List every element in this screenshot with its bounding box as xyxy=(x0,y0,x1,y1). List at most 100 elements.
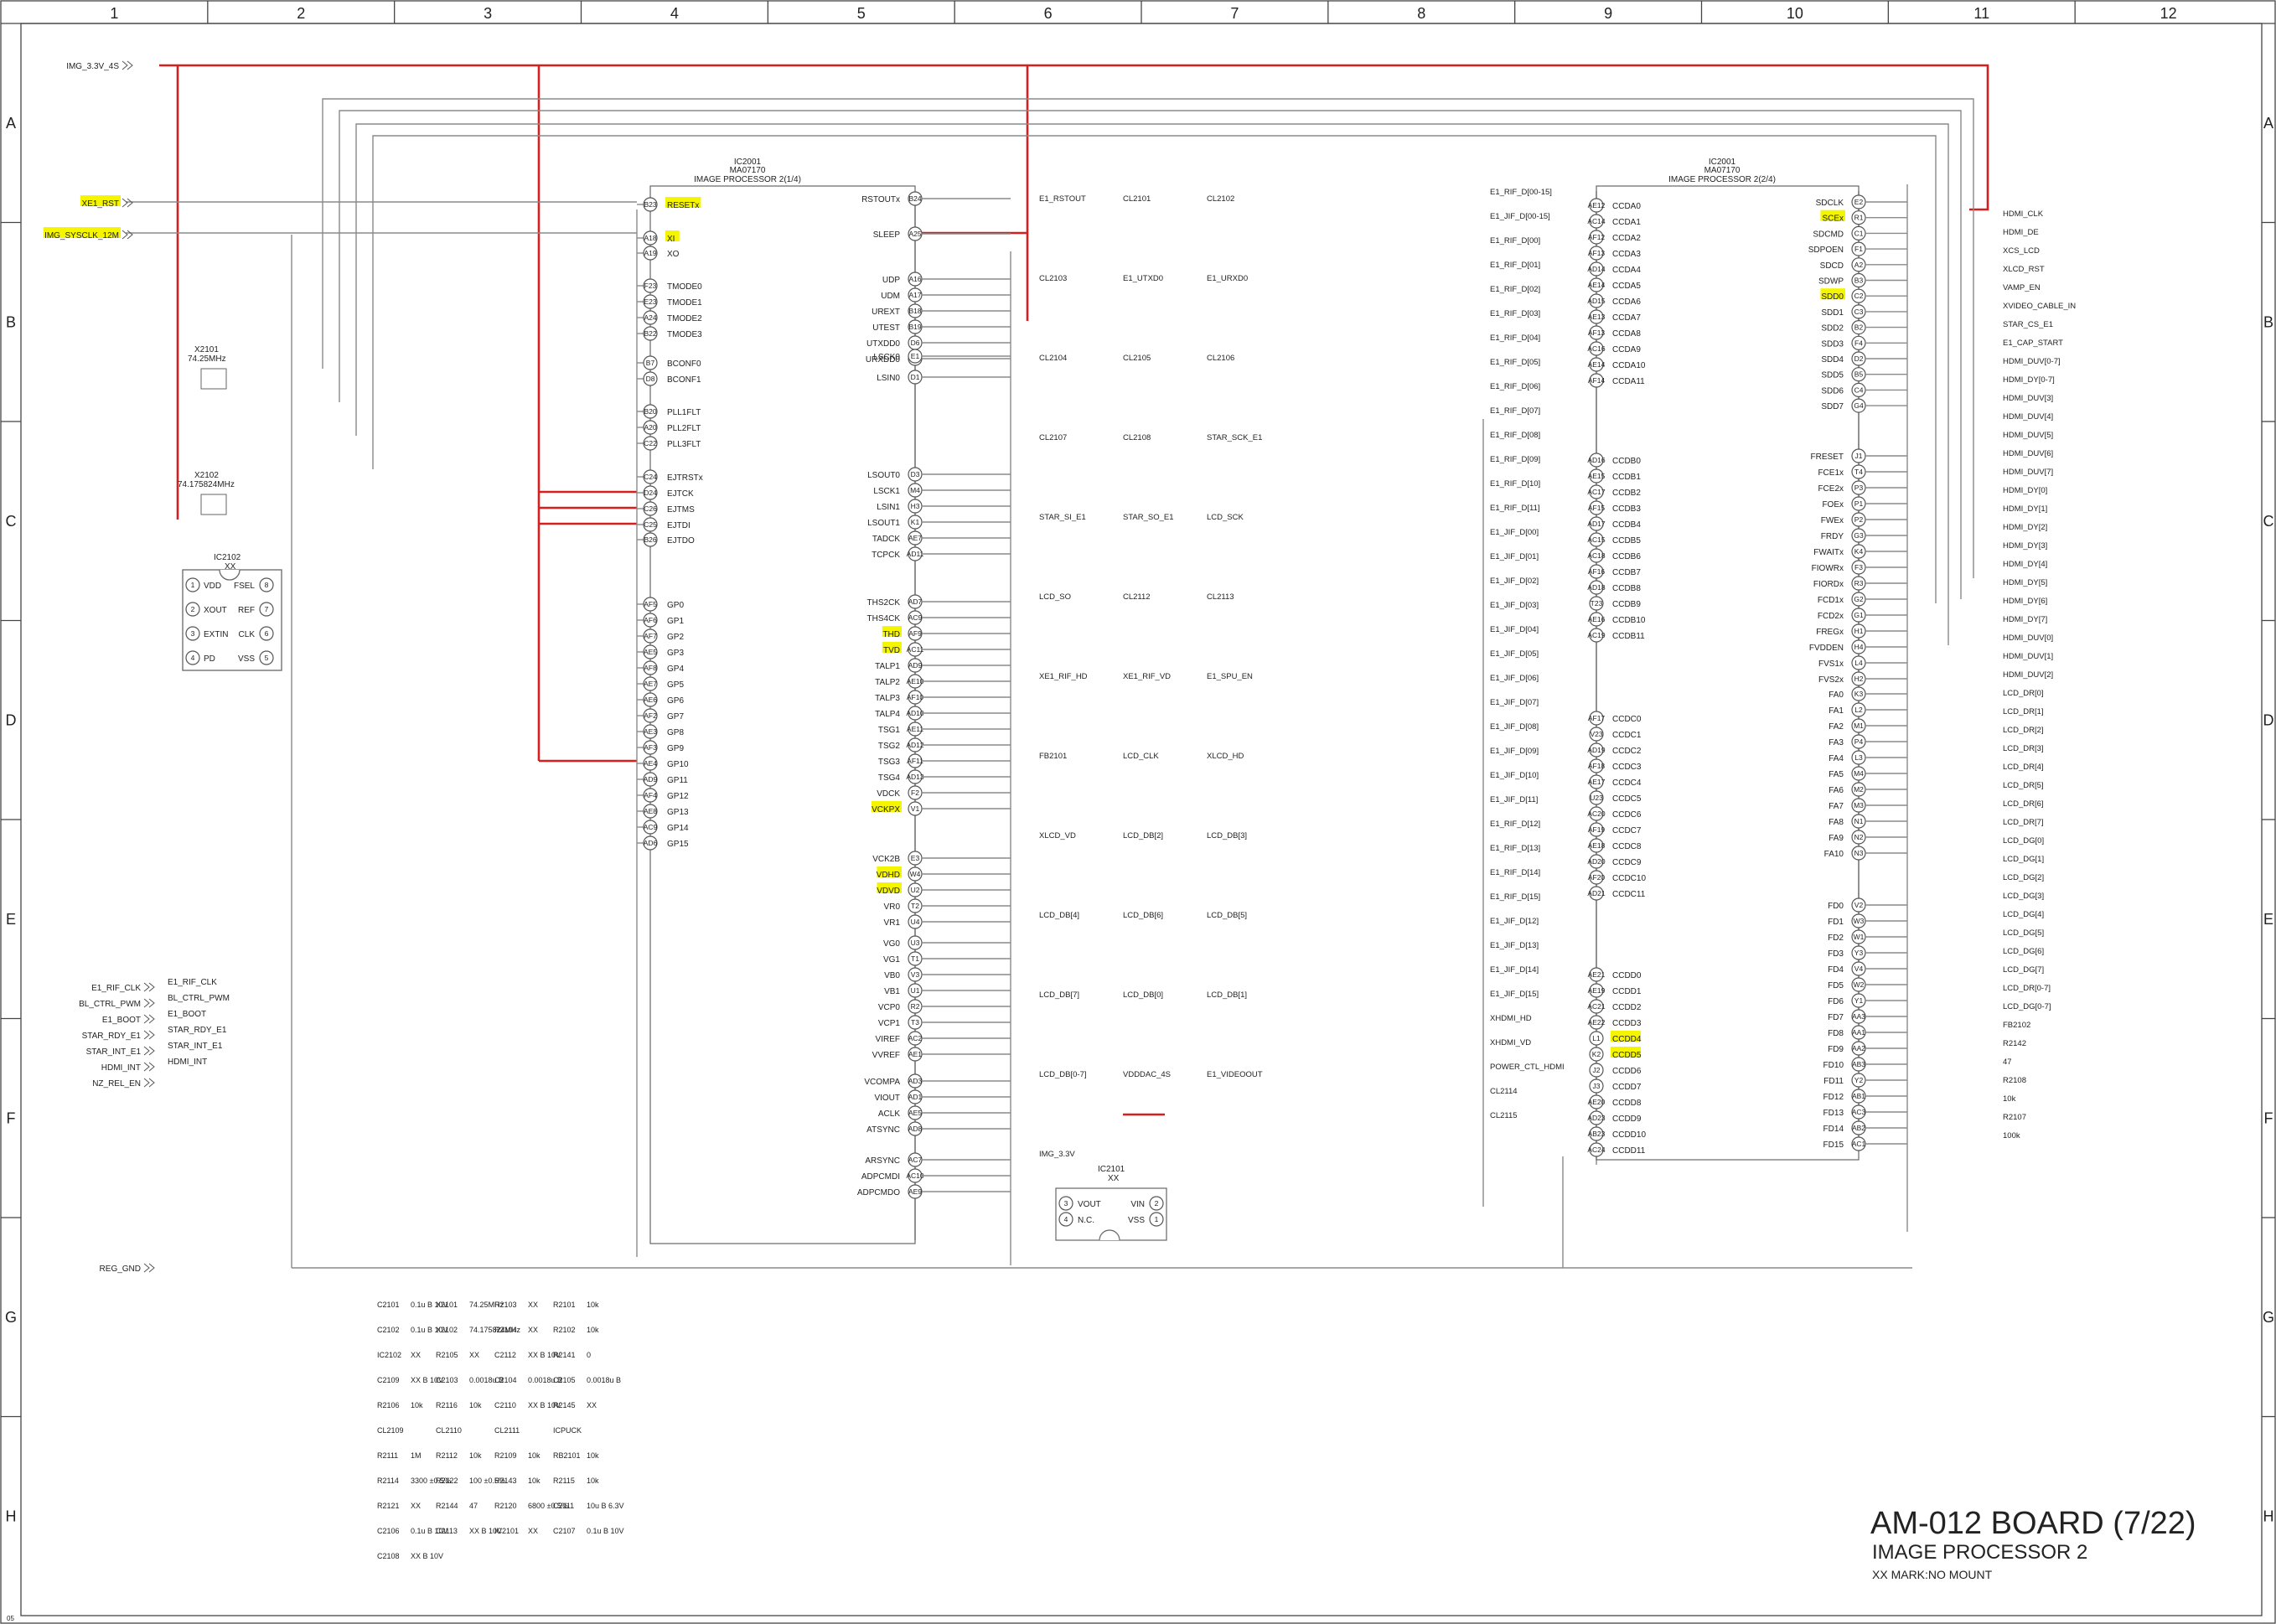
component-ref: R2121 xyxy=(377,1502,400,1510)
pin-number: H4 xyxy=(1854,643,1864,651)
ic2-pin-name: FREGx xyxy=(1816,628,1844,637)
ic1-net: CL2101 xyxy=(1123,194,1151,204)
ic2-left-net: E1_JIF_D[12] xyxy=(1490,917,1539,926)
ic1-net: LCD_SCK xyxy=(1207,513,1244,522)
ic1-pin-name: GP11 xyxy=(667,776,688,785)
ic2-pin-ccdc5 xyxy=(1589,790,1604,805)
component-value: 10k xyxy=(411,1401,423,1409)
ic1-pin-name: VCP1 xyxy=(878,1019,901,1028)
drawing-border xyxy=(20,23,2263,1616)
left-net: E1_BOOT xyxy=(168,1010,206,1019)
ic2-right-net: XCS_LCD xyxy=(2003,246,2040,256)
ic1-pin-gp6 xyxy=(643,692,658,707)
ic2-right-net: 10k xyxy=(2003,1094,2016,1104)
ic2-pin-name: FD4 xyxy=(1828,965,1844,975)
ic2-right-net: HDMI_DUV[4] xyxy=(2003,412,2053,422)
pin-number: R1 xyxy=(1854,214,1864,222)
ic2-pin-name: FA0 xyxy=(1829,690,1844,700)
ic2-left-net: E1_JIF_D[13] xyxy=(1490,941,1539,950)
ic1-pin-name: VR0 xyxy=(884,903,901,912)
reg-pin-name: VSS xyxy=(1128,1216,1145,1225)
component-ref: X2102 xyxy=(436,1326,458,1334)
ic2-pin-ccda10 xyxy=(1589,357,1604,372)
ic1-net: CL2105 xyxy=(1123,354,1151,363)
ic2-left-net: E1_RIF_D[15] xyxy=(1490,892,1540,902)
pin-number: Y1 xyxy=(1854,996,1864,1005)
pin-number: A16 xyxy=(908,275,921,283)
pin-number: K1 xyxy=(911,518,920,526)
ic2-pin-name: FA5 xyxy=(1829,770,1844,779)
ic2-right-net: LCD_DR[5] xyxy=(2003,781,2044,790)
ic1-net: E1_UTXD0 xyxy=(1123,274,1163,283)
ic2-pin-ccdc3 xyxy=(1589,758,1604,773)
component-ref: R2116 xyxy=(436,1401,458,1409)
ic1-pin-name: UTXDD0 xyxy=(866,339,900,349)
grid-column-7: 7 xyxy=(1230,5,1239,22)
component-ref: R2143 xyxy=(494,1477,517,1485)
left-net-labels: E1_RIF_CLKBL_CTRL_PWME1_BOOTSTAR_RDY_E1S… xyxy=(168,978,230,1067)
ic1-net: CL2106 xyxy=(1207,354,1234,363)
ic2-right-net: HDMI_DY[5] xyxy=(2003,578,2047,587)
ic2-pin-name: CCDC4 xyxy=(1612,778,1642,788)
pin-number: AF3 xyxy=(644,743,657,752)
reg-pin-vout xyxy=(1058,1196,1073,1211)
ic2-pin-ccdb4 xyxy=(1589,516,1604,531)
pin-number: R3 xyxy=(1854,579,1864,587)
crystal-x2102: X2102 74.175824MHz xyxy=(178,471,235,515)
ic2-pin-name: CCDC2 xyxy=(1612,747,1642,756)
pin-number: P2 xyxy=(1854,515,1864,524)
pin-number: AE5 xyxy=(644,648,657,656)
pin-number: L4 xyxy=(1854,659,1863,667)
ic2-right-net: LCD_DR[0] xyxy=(2003,689,2044,698)
left-net: STAR_RDY_E1 xyxy=(168,1026,227,1035)
pin-number: V3 xyxy=(911,970,920,979)
pin-number: AC18 xyxy=(1587,551,1606,560)
ic2-right-net: LCD_DG[1] xyxy=(2003,855,2044,864)
pin-number: AD13 xyxy=(906,773,924,781)
ic1-pin-ejtms xyxy=(643,501,658,516)
port-arrow xyxy=(122,198,133,208)
ic2-left-net: E1_JIF_D[02] xyxy=(1490,577,1539,586)
pin-number: AF5 xyxy=(644,600,657,608)
ic2-right-net: LCD_DG[2] xyxy=(2003,873,2044,882)
ic2-left-net: E1_JIF_D[06] xyxy=(1490,674,1539,683)
ic2-pin-name: CCDD10 xyxy=(1612,1130,1646,1140)
left-net: HDMI_INT xyxy=(168,1058,207,1067)
pin-number: AD11 xyxy=(907,550,924,558)
component-value: XX B 10V xyxy=(411,1376,443,1384)
ic1-net: LCD_DB[2] xyxy=(1123,831,1163,840)
ic1-pin-name: UREXT xyxy=(872,308,900,317)
pin-number: AF19 xyxy=(1588,825,1606,834)
ic2-pin-name: CCDA9 xyxy=(1612,345,1641,354)
ic1-net: XLCD_VD xyxy=(1039,831,1076,840)
ic2-pin-name: CCDA3 xyxy=(1612,250,1641,259)
ic2-pin-name: FD12 xyxy=(1823,1093,1844,1102)
grid-row-G-right: G xyxy=(2263,1309,2274,1326)
ic1-pin-gp5 xyxy=(643,676,658,691)
pin-number: AD6 xyxy=(644,839,658,847)
ic2-right-net: HDMI_DUV[7] xyxy=(2003,468,2053,477)
port-arrow xyxy=(143,1014,155,1024)
pin-number: 7 xyxy=(265,605,269,613)
pin-number: A19 xyxy=(644,249,656,257)
ic2-pin-ccda7 xyxy=(1589,309,1604,324)
port-img_sysclk_12m: IMG_SYSCLK_12M xyxy=(44,231,119,240)
port-reg_gnd: REG_GND xyxy=(100,1265,141,1274)
title-block: AM-012 BOARD (7/22) IMAGE PROCESSOR 2 XX… xyxy=(7,1506,2196,1622)
ic2-left-net: E1_JIF_D[15] xyxy=(1490,990,1539,999)
ic2-left-net: E1_RIF_D[05] xyxy=(1490,358,1540,367)
ic1-pin-name: EJTMS xyxy=(667,505,695,515)
ic1-pin-gp3 xyxy=(643,644,658,659)
pin-number: H2 xyxy=(1854,675,1864,683)
ic2-pin-name: SDCLK xyxy=(1816,199,1844,208)
ic1-pin-bconf1 xyxy=(643,371,658,386)
component-ref: CL2109 xyxy=(377,1426,404,1435)
pin-number: AF7 xyxy=(644,632,657,640)
component-ref: C2108 xyxy=(377,1552,400,1560)
ic2-left-net: E1_RIF_D[08] xyxy=(1490,431,1540,440)
ic2-right-net: 47 xyxy=(2003,1058,2012,1067)
component-value: 0.1u B 10V xyxy=(411,1527,448,1535)
ic2-pin-ccdd9 xyxy=(1589,1110,1604,1125)
pin-number: AD7 xyxy=(908,597,923,606)
ic2-pin-name: CCDA10 xyxy=(1612,361,1646,370)
